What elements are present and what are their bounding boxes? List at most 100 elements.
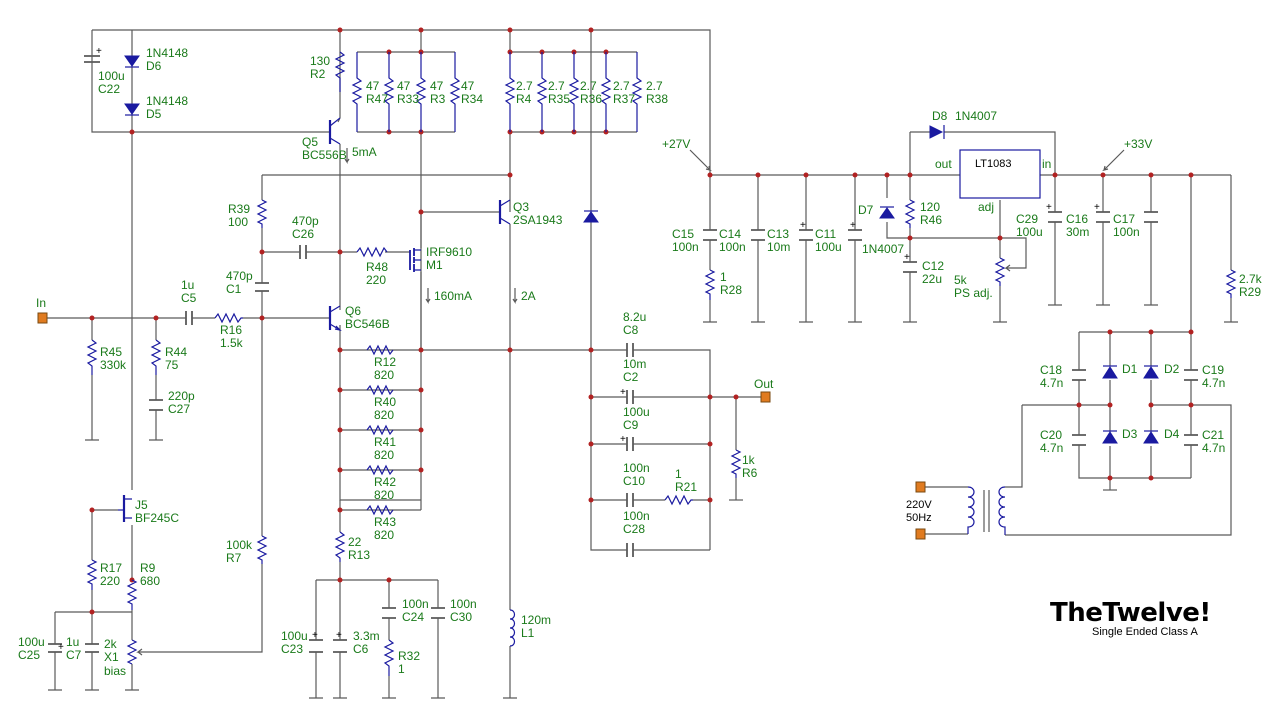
regulator-lt1083	[959, 149, 1041, 199]
lbl-c8-line: C8	[623, 323, 639, 337]
lbl-q3-line: 2SA1943	[513, 213, 563, 227]
lbl-r2-line: R2	[310, 67, 326, 81]
lbl-out: Out	[754, 377, 774, 391]
lbl-27v: +27V	[662, 137, 690, 151]
lbl-c20-line: C20	[1040, 428, 1062, 442]
lbl-c8-line: 8.2u	[623, 310, 646, 324]
lbl-c2-line: 10m	[623, 357, 646, 371]
resistor-r3	[415, 52, 427, 132]
lbl-d5-line: 1N4148	[146, 94, 188, 108]
lbl-i160: 160mA	[434, 289, 472, 303]
lbl-j5-line: J5	[135, 498, 148, 512]
diode-d7	[879, 206, 895, 219]
svg-text:+: +	[312, 630, 318, 641]
resistor-r38	[631, 52, 643, 132]
lbl-r7-line: R7	[226, 551, 242, 565]
lbl-c25-line: C25	[18, 648, 40, 662]
resistor-r43	[366, 504, 394, 516]
input-port[interactable]	[37, 312, 48, 324]
lbl-adj: adj	[978, 200, 994, 214]
lbl-33v-line: +33V	[1124, 137, 1152, 151]
lbl-r38-line: 2.7	[646, 79, 663, 93]
svg-text:+: +	[800, 220, 806, 231]
lbl-r9-line: 680	[140, 574, 160, 588]
diode-top	[583, 210, 599, 223]
lbl-l1-line: L1	[521, 626, 535, 640]
lbl-220v-line: 50Hz	[906, 512, 932, 524]
transistor-q6	[328, 305, 342, 331]
lbl-out-line: Out	[754, 377, 774, 391]
lbl-r6-line: R6	[742, 466, 758, 480]
lbl-c18-line: 4.7n	[1040, 376, 1063, 390]
lbl-c9-line: C9	[623, 418, 639, 432]
lbl-c2-line: C2	[623, 370, 639, 384]
lbl-c21-line: 4.7n	[1202, 441, 1225, 455]
svg-text:+: +	[58, 642, 64, 653]
lbl-r47-line: 47	[366, 79, 380, 93]
lbl-i2a: 2A	[521, 289, 536, 303]
lbl-q5-line: Q5	[302, 135, 318, 149]
lbl-x1-line: 2k	[104, 637, 118, 651]
lbl-in2: in	[1042, 157, 1051, 171]
lbl-r28-line: R28	[720, 283, 742, 297]
resistor-r39	[256, 199, 268, 228]
mains-port-top[interactable]	[915, 481, 926, 493]
resistor-r9	[126, 579, 138, 610]
lbl-c24-line: 100n	[402, 597, 429, 611]
lbl-r39-line: 100	[228, 215, 248, 229]
lbl-r41-line: 820	[374, 448, 394, 462]
lbl-r33-line: 47	[397, 79, 411, 93]
lbl-c28-line: 100n	[623, 509, 650, 523]
lbl-c5-line: 1u	[181, 278, 194, 292]
lbl-r4-line: R4	[516, 92, 532, 106]
lbl-c17-line: 100n	[1113, 225, 1140, 239]
lbl-c22-line: C22	[98, 82, 120, 96]
lbl-r35-line: R35	[548, 92, 570, 106]
lbl-i5ma: 5mA	[352, 145, 377, 159]
resistor-r28	[704, 269, 716, 300]
diode-d6	[124, 55, 140, 68]
svg-text:+: +	[850, 220, 856, 231]
lbl-c16-line: C16	[1066, 212, 1088, 226]
lbl-r38-line: R38	[646, 92, 668, 106]
lbl-d3: D3	[1122, 427, 1138, 441]
lbl-r48-line: 220	[366, 273, 386, 287]
lbl-c13-line: 10m	[767, 240, 790, 254]
jfet-j5	[118, 495, 132, 522]
lbl-r21-line: 1	[675, 467, 682, 481]
lbl-q6-line: Q6	[345, 304, 361, 318]
lbl-d5-line: D5	[146, 107, 162, 121]
lbl-c29-line: 100u	[1016, 225, 1043, 239]
lbl-c15-line: C15	[672, 227, 694, 241]
lbl-r34-line: 47	[461, 79, 475, 93]
lbl-out2: out	[935, 157, 952, 171]
lbl-c25-line: 100u	[18, 635, 45, 649]
lbl-r12-line: R12	[374, 355, 396, 369]
resistor-r36	[568, 52, 580, 132]
lbl-c22-line: 100u	[98, 69, 125, 83]
lbl-ps-line: PS adj.	[954, 286, 993, 300]
mains-port-bottom[interactable]	[915, 528, 926, 540]
resistor-r7	[256, 535, 268, 564]
lbl-1n4007b: 1N4007	[862, 242, 904, 256]
lbl-c6-line: 3.3m	[353, 629, 380, 643]
output-port[interactable]	[760, 391, 771, 403]
